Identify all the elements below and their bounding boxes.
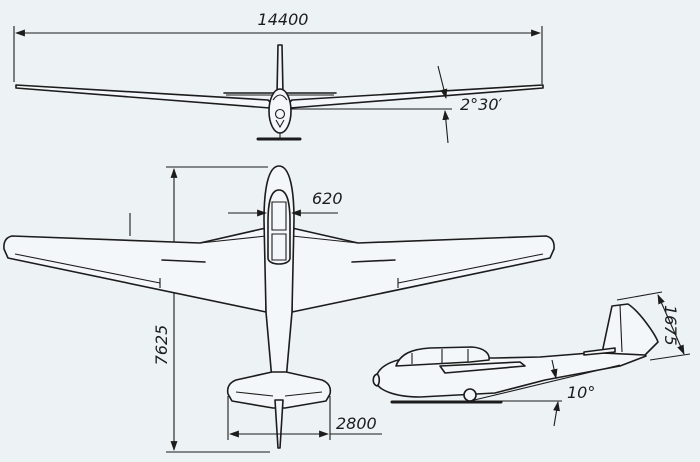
front-wing-left [15,84,273,109]
side-fin [601,303,659,356]
ground-angle-label: 10° [567,383,595,402]
tail-span-dimension: 2800 [227,396,382,440]
fuselage-length-label: 7625 [152,325,171,366]
side-view: 10° 1675 [372,291,691,427]
wingspan-dimension: 14400 [13,10,543,84]
ground-angle-dimension: 10° [469,359,621,427]
side-wheel [463,388,477,402]
wingspan-label: 14400 [258,10,309,29]
top-wing-right [291,227,555,313]
cockpit-width-label: 620 [312,189,343,208]
dihedral-dimension: 2°30′ [290,65,503,144]
front-fin [276,44,284,95]
tail-height-dimension: 1675 [616,291,691,361]
top-tailplane [226,371,332,409]
tail-height-label: 1675 [661,305,680,346]
top-wing-left [3,227,267,313]
fuselage-length-dimension: 7625 [152,166,270,453]
tail-span-label: 2800 [336,414,377,433]
front-view: 14400 2°30′ [13,10,544,144]
cockpit-width-dimension: 620 [228,189,343,217]
top-canopy [267,189,291,265]
dihedral-label: 2°30′ [460,95,503,114]
top-view: 7625 620 [3,165,555,453]
front-wing-right [287,84,544,109]
